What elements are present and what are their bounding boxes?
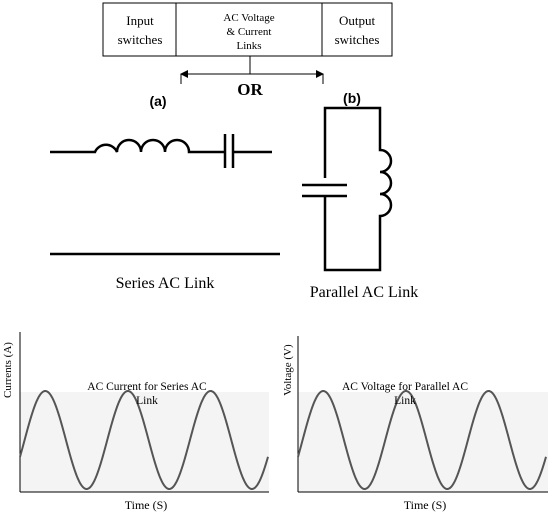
parallel-circuit: (b) Parallel AC Link (302, 90, 418, 301)
parallel-loop-wire (323, 106, 393, 272)
output-switches-label-line1: Output (339, 13, 376, 28)
plot-panel (298, 392, 548, 492)
plot-title-line2: Link (136, 395, 158, 407)
input-switches-label-line1: Input (126, 13, 154, 28)
wave-line (297, 390, 547, 490)
waveform-plot-voltage: AC Voltage for Parallel AC Link Voltage … (282, 336, 548, 512)
series-circuit: (a) Series AC Link (50, 93, 280, 292)
x-axis-label: Time (S) (125, 498, 168, 512)
block-diagram: Input switches AC Voltage & Current Link… (102, 2, 393, 99)
or-label: OR (237, 80, 263, 99)
plot-title-line1: AC Voltage for Parallel AC (342, 381, 468, 393)
y-axis-label: Voltage (V) (282, 344, 294, 396)
wave-line (19, 390, 269, 490)
y-axis-label: Currents (A) (2, 342, 14, 398)
waveform-plot-current: AC Current for Series AC Link Currents (… (2, 332, 269, 512)
output-switches-label-line2: switches (335, 32, 380, 47)
x-axis-label: Time (S) (404, 498, 447, 512)
series-inductor-wire (50, 138, 225, 154)
ac-links-label-line2: & Current (227, 26, 272, 38)
plot-panel (20, 392, 269, 492)
input-switches-label-line2: switches (118, 32, 163, 47)
ac-links-label-line1: AC Voltage (223, 12, 274, 24)
series-tag: (a) (149, 93, 166, 109)
block-outer-box (102, 2, 393, 57)
plot-title-line1: AC Current for Series AC (87, 381, 207, 393)
ac-links-label-line3: Links (236, 40, 261, 52)
parallel-tag: (b) (343, 90, 361, 106)
parallel-caption: Parallel AC Link (310, 284, 418, 301)
series-caption: Series AC Link (116, 275, 215, 292)
plot-title-line2: Link (394, 395, 416, 407)
